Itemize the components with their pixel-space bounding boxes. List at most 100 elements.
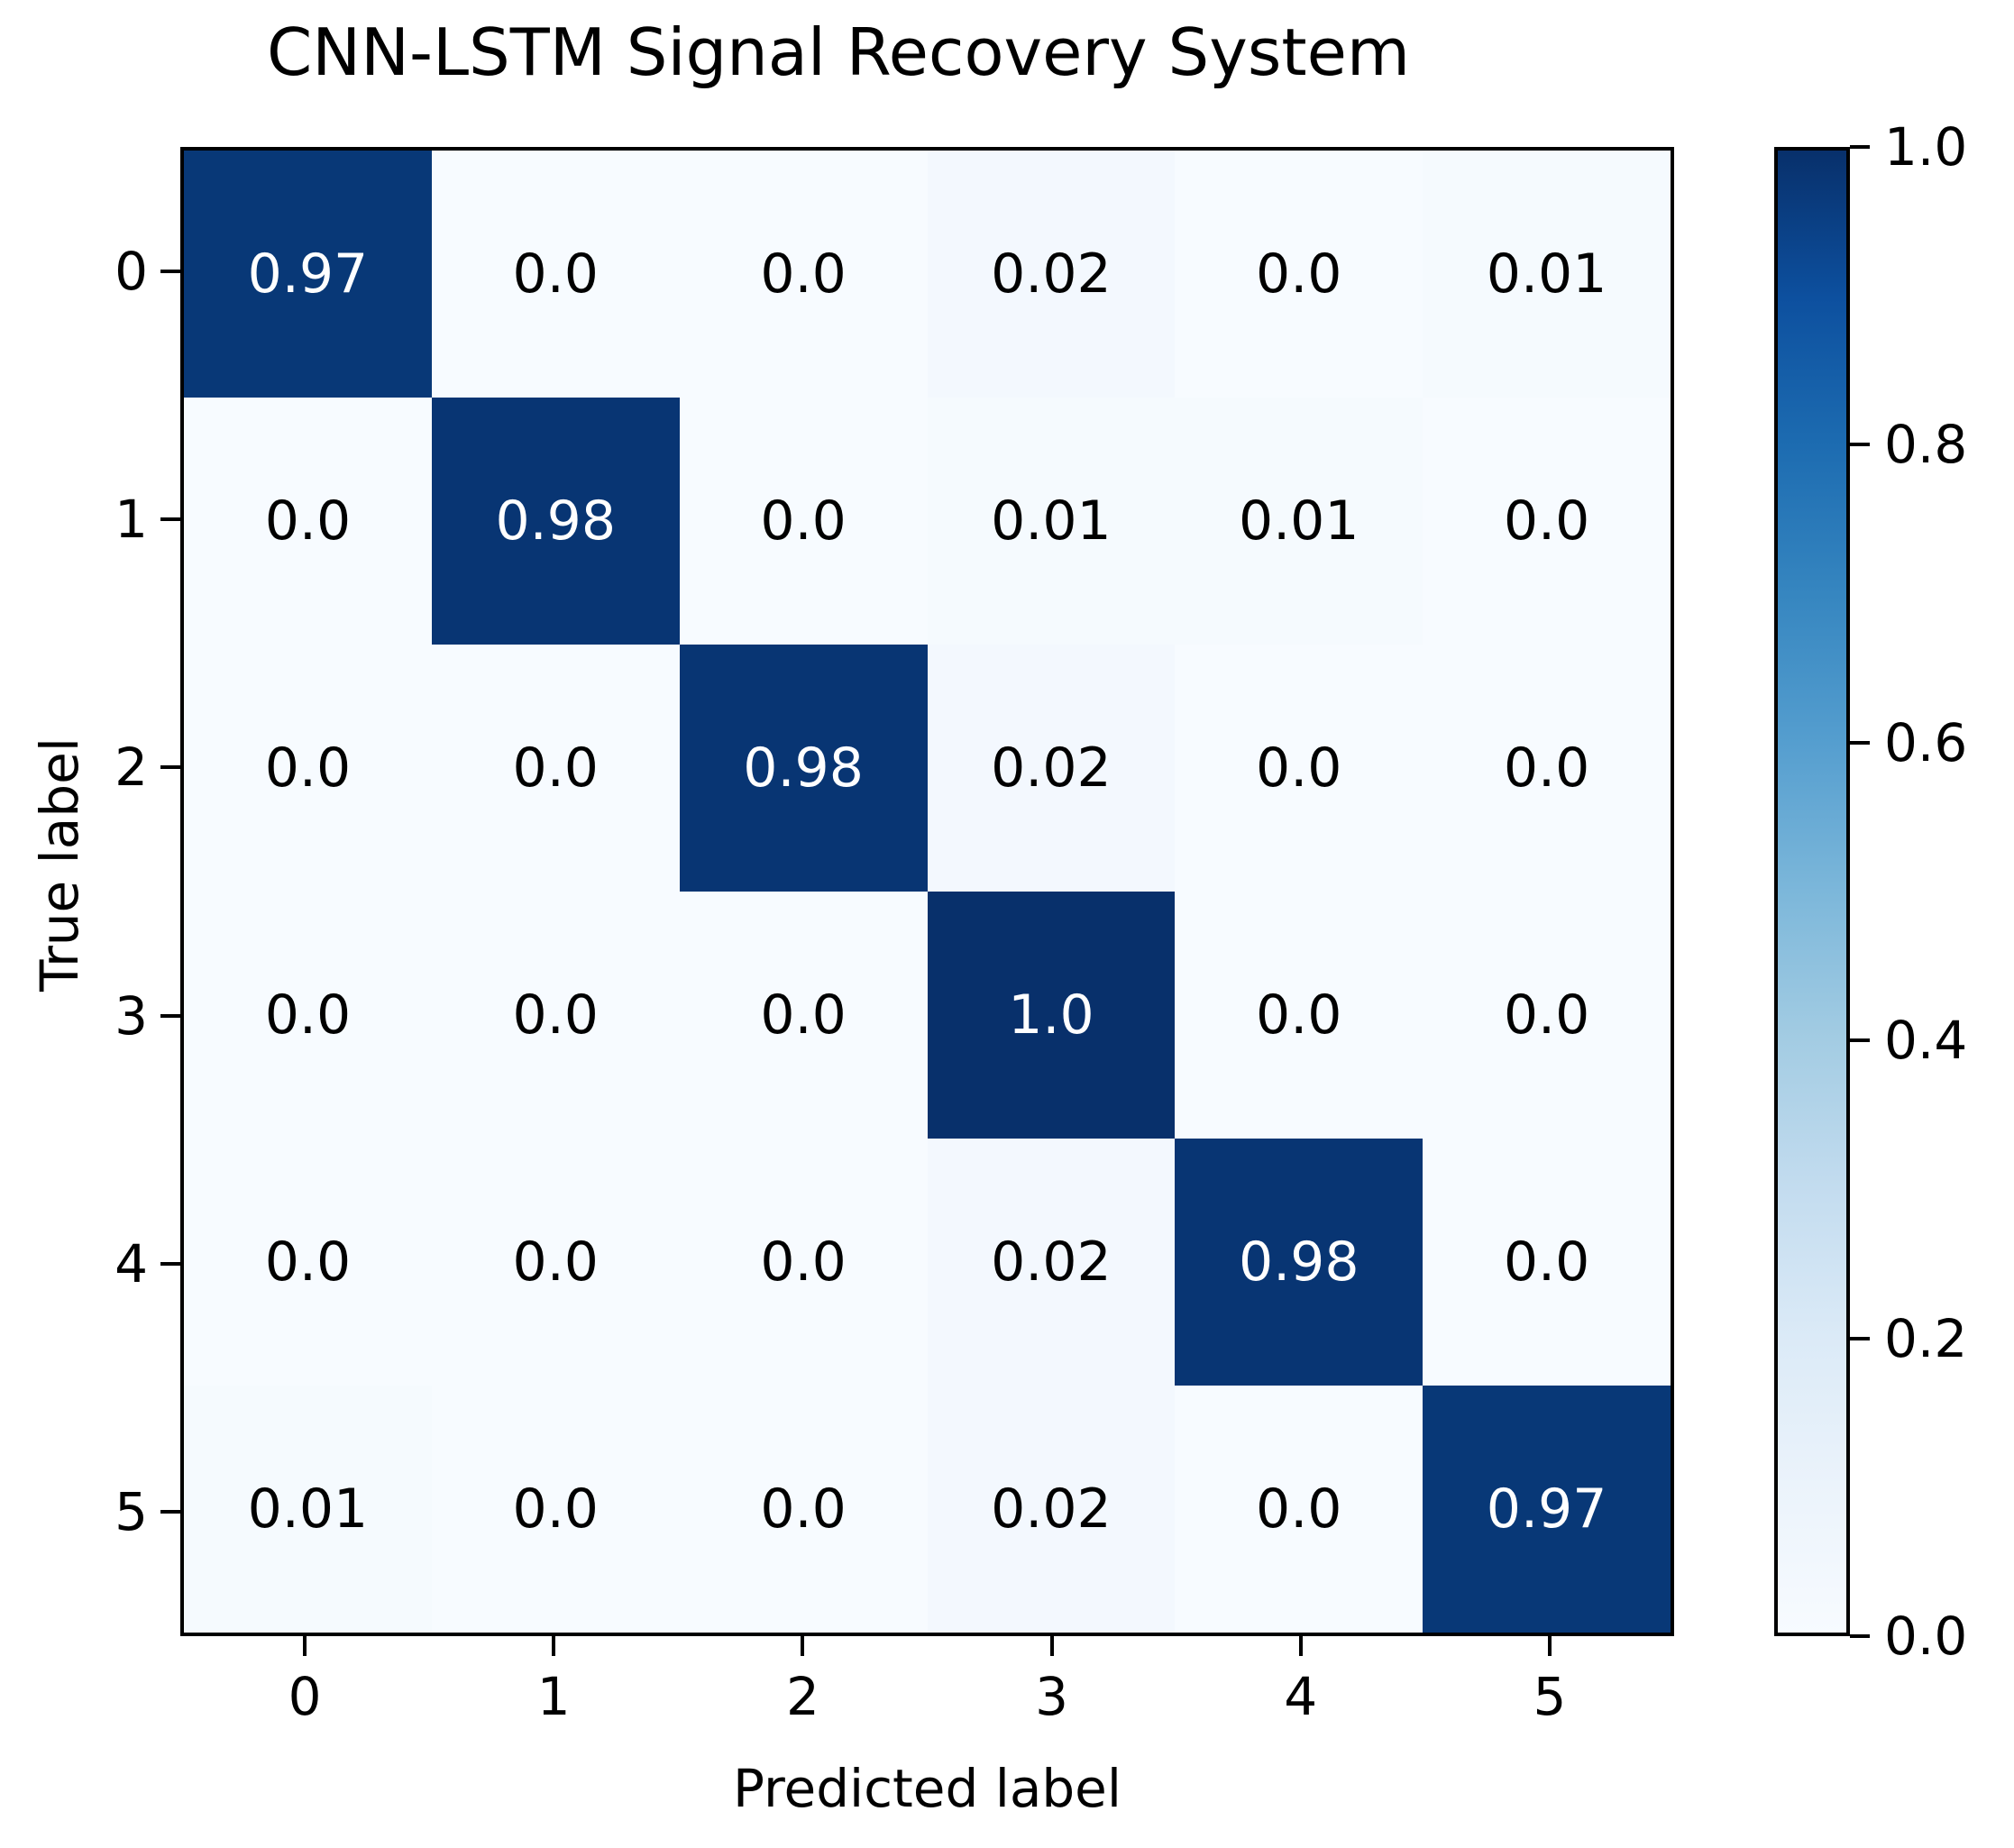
cell-value: 0.01: [1238, 489, 1359, 553]
matrix-cell-2-2: 0.98: [679, 645, 928, 892]
matrix-cell-2-3: 0.02: [927, 645, 1176, 892]
cell-value: 0.0: [760, 242, 847, 306]
cell-value: 0.0: [1503, 489, 1590, 553]
cell-value: 0.98: [495, 489, 617, 553]
y-tick-mark: [160, 765, 180, 770]
colorbar-tick-label: 0.8: [1884, 414, 1968, 476]
matrix-cell-3-1: 0.0: [431, 892, 680, 1139]
matrix-cell-0-3: 0.02: [927, 151, 1176, 398]
cell-value: 0.02: [991, 242, 1112, 306]
y-tick-label: 0: [114, 240, 148, 302]
cell-value: 0.02: [991, 736, 1112, 800]
y-tick-label: 5: [114, 1481, 148, 1543]
cell-value: 0.0: [760, 489, 847, 553]
y-tick-mark: [160, 517, 180, 521]
cell-value: 0.0: [264, 983, 352, 1047]
cell-value: 0.0: [512, 983, 599, 1047]
matrix-cell-3-2: 0.0: [679, 892, 928, 1139]
y-axis-label: True label: [29, 737, 90, 992]
cell-value: 0.98: [743, 736, 864, 800]
cell-value: 0.0: [264, 1230, 352, 1294]
cell-value: 0.0: [760, 1477, 847, 1541]
cell-value: 0.0: [1256, 736, 1342, 800]
colorbar-tick-label: 0.4: [1884, 1010, 1968, 1072]
matrix-cell-3-4: 0.0: [1175, 892, 1424, 1139]
matrix-cell-3-5: 0.0: [1423, 892, 1671, 1139]
matrix-cell-1-2: 0.0: [679, 398, 928, 645]
y-tick-label: 3: [114, 984, 148, 1047]
colorbar-tick-label: 1.0: [1884, 116, 1968, 178]
cell-value: 0.01: [1486, 242, 1607, 306]
cell-value: 0.0: [760, 1230, 847, 1294]
cell-value: 0.98: [1238, 1230, 1359, 1294]
colorbar-tick-label: 0.6: [1884, 711, 1968, 773]
matrix-cell-3-0: 0.0: [184, 892, 432, 1139]
colorbar-tick-label: 0.0: [1884, 1606, 1968, 1667]
matrix-cell-5-3: 0.02: [927, 1386, 1176, 1633]
cell-value: 0.0: [512, 736, 599, 800]
confusion-matrix-grid: 0.97 0.0 0.0 0.02 0.0 0.01 0.0 0.98 0.0 0.01 0.01 0…: [184, 151, 1671, 1633]
colorbar-tick-label: 0.2: [1884, 1307, 1968, 1369]
cell-value: 0.0: [264, 736, 352, 800]
matrix-cell-2-0: 0.0: [184, 645, 432, 892]
matrix-cell-0-0: 0.97: [184, 151, 432, 398]
matrix-cell-5-4: 0.0: [1175, 1386, 1424, 1633]
matrix-cell-1-4: 0.01: [1175, 398, 1424, 645]
matrix-cell-2-1: 0.0: [431, 645, 680, 892]
cell-value: 0.0: [512, 242, 599, 306]
cell-value: 0.02: [991, 1230, 1112, 1294]
matrix-cell-0-5: 0.01: [1423, 151, 1671, 398]
y-tick-label: 2: [114, 736, 148, 799]
matrix-cell-0-1: 0.0: [431, 151, 680, 398]
matrix-cell-4-0: 0.0: [184, 1139, 432, 1386]
x-tick-mark: [552, 1636, 556, 1656]
x-tick-mark: [1547, 1636, 1552, 1656]
x-tick-mark: [1049, 1636, 1054, 1656]
colorbar-tick-mark: [1850, 443, 1870, 447]
x-tick-mark: [303, 1636, 307, 1656]
matrix-cell-5-2: 0.0: [679, 1386, 928, 1633]
y-tick-mark: [160, 1013, 180, 1018]
matrix-cell-5-0: 0.01: [184, 1386, 432, 1633]
matrix-cell-4-3: 0.02: [927, 1139, 1176, 1386]
cell-value: 0.0: [1256, 1477, 1342, 1541]
matrix-cell-3-3: 1.0: [927, 892, 1176, 1139]
cell-value: 0.0: [760, 983, 847, 1047]
matrix-cell-4-2: 0.0: [679, 1139, 928, 1386]
cell-value: 0.0: [1503, 1230, 1590, 1294]
matrix-cell-2-4: 0.0: [1175, 645, 1424, 892]
cell-value: 0.01: [247, 1477, 369, 1541]
matrix-cell-5-1: 0.0: [431, 1386, 680, 1633]
cell-value: 0.0: [264, 489, 352, 553]
matrix-cell-4-1: 0.0: [431, 1139, 680, 1386]
matrix-cell-4-5: 0.0: [1423, 1139, 1671, 1386]
x-tick-mark: [801, 1636, 805, 1656]
x-tick-label: 0: [288, 1666, 322, 1727]
colorbar-tick-mark: [1850, 740, 1870, 745]
cell-value: 0.0: [512, 1230, 599, 1294]
cell-value: 0.0: [1503, 983, 1590, 1047]
matrix-cell-1-0: 0.0: [184, 398, 432, 645]
y-tick-mark: [160, 269, 180, 273]
x-axis-label: Predicted label: [733, 1758, 1121, 1819]
matrix-cell-1-1: 0.98: [431, 398, 680, 645]
y-tick-mark: [160, 1510, 180, 1514]
y-tick-label: 1: [114, 489, 148, 550]
matrix-cell-4-4: 0.98: [1175, 1139, 1424, 1386]
colorbar-tick-mark: [1850, 1038, 1870, 1043]
colorbar-gradient: [1774, 147, 1850, 1636]
matrix-cell-2-5: 0.0: [1423, 645, 1671, 892]
x-tick-mark: [1298, 1636, 1303, 1656]
heatmap-plot-area: 0.97 0.0 0.0 0.02 0.0 0.01 0.0 0.98 0.0 0.01 0.01 0…: [180, 147, 1674, 1636]
x-tick-label: 5: [1533, 1666, 1567, 1727]
cell-value: 0.97: [1486, 1477, 1607, 1541]
cell-value: 0.0: [1256, 983, 1342, 1047]
x-tick-label: 4: [1284, 1666, 1318, 1727]
y-tick-mark: [160, 1262, 180, 1266]
x-tick-label: 3: [1035, 1666, 1069, 1727]
x-tick-label: 2: [785, 1666, 819, 1727]
cell-value: 0.0: [512, 1477, 599, 1541]
